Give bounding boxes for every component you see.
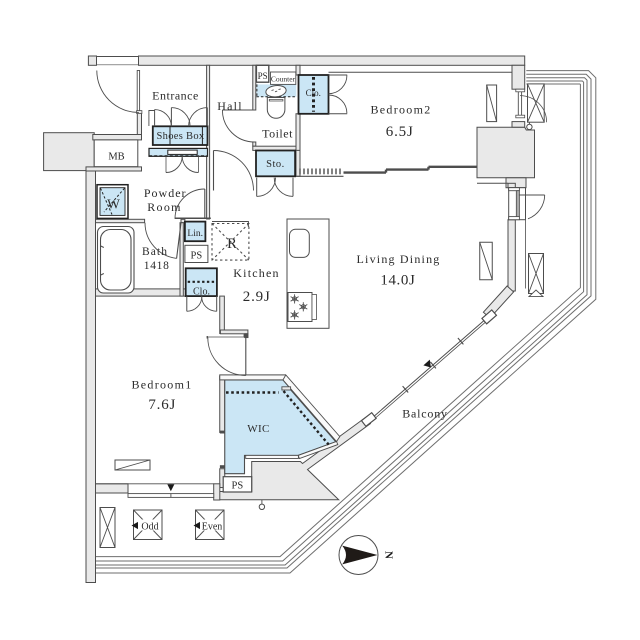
svg-text:14.0J: 14.0J <box>380 272 415 288</box>
svg-text:6.5J: 6.5J <box>386 124 414 140</box>
svg-text:Room: Room <box>147 200 182 214</box>
svg-text:Bedroom1: Bedroom1 <box>131 378 192 392</box>
svg-text:Counter: Counter <box>271 75 296 84</box>
svg-text:WIC: WIC <box>247 423 270 435</box>
svg-text:Lin.: Lin. <box>187 229 203 239</box>
svg-text:Clo.: Clo. <box>306 88 321 98</box>
svg-text:Entrance: Entrance <box>152 88 199 102</box>
svg-text:W: W <box>107 197 120 212</box>
svg-text:R: R <box>227 236 237 252</box>
svg-text:Toilet: Toilet <box>262 126 293 140</box>
svg-text:2.9J: 2.9J <box>243 289 271 305</box>
svg-text:1418: 1418 <box>144 260 170 272</box>
svg-text:Sto.: Sto. <box>266 159 285 170</box>
svg-text:PS: PS <box>232 481 244 492</box>
svg-text:Balcony: Balcony <box>402 407 448 421</box>
svg-text:Bath: Bath <box>142 246 168 258</box>
svg-text:Kitchen: Kitchen <box>233 266 279 280</box>
svg-text:N: N <box>383 551 395 559</box>
svg-text:MB: MB <box>108 152 124 163</box>
svg-text:7.6J: 7.6J <box>148 397 176 413</box>
svg-text:Hall: Hall <box>217 99 242 113</box>
svg-text:Shoes Box: Shoes Box <box>157 131 205 142</box>
svg-text:Clo.: Clo. <box>193 287 210 298</box>
svg-text:Odd: Odd <box>141 522 158 533</box>
svg-text:PS: PS <box>258 71 268 81</box>
svg-text:PS: PS <box>191 251 203 262</box>
svg-text:Bedroom2: Bedroom2 <box>370 103 431 117</box>
svg-text:Living Dining: Living Dining <box>357 252 441 266</box>
svg-text:Powder: Powder <box>144 186 187 200</box>
svg-text:Even: Even <box>202 522 223 533</box>
